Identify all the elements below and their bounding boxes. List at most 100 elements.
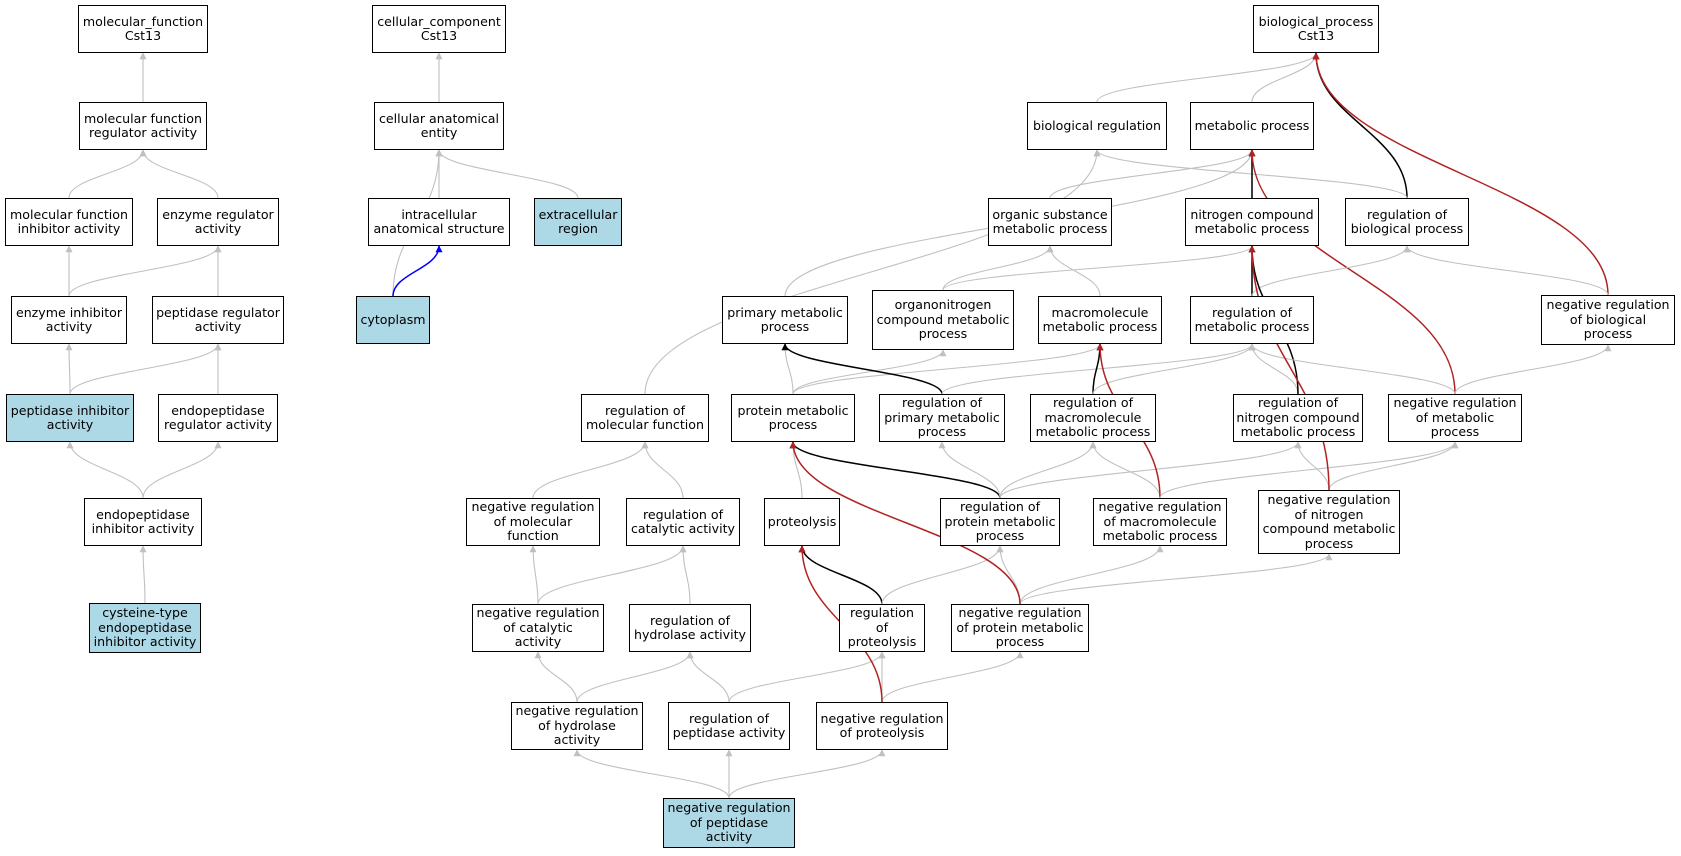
edge-negatively-regulates: [1248, 149, 1456, 395]
node-macromolecule-metabolic-process[interactable]: macromolecule metabolic process: [1038, 296, 1162, 344]
node-cytoplasm[interactable]: cytoplasm: [356, 296, 430, 344]
node-negative-regulation-of-molecular-function[interactable]: negative regulation of molecular functio…: [466, 498, 600, 546]
node-molecular-function-inhibitor-activity[interactable]: molecular function inhibitor activity: [5, 198, 133, 246]
node-negative-regulation-of-catalytic-activity[interactable]: negative regulation of catalytic activit…: [472, 604, 604, 652]
edge-is-a: [534, 651, 578, 703]
node-negative-regulation-of-peptidase-activity[interactable]: negative regulation of peptidase activit…: [663, 798, 795, 848]
node-regulation-of-hydrolase-activity[interactable]: regulation of hydrolase activity: [629, 604, 751, 652]
edge-is-a: [573, 749, 730, 799]
edge-negatively-regulates: [1312, 52, 1609, 296]
edge-is-a: [66, 441, 144, 499]
node-negative-regulation-of-metabolic-process[interactable]: negative regulation of metabolic process: [1388, 394, 1522, 442]
node-negative-regulation-of-macromolecule-metabolic-process[interactable]: negative regulation of macromolecule met…: [1093, 498, 1227, 546]
edge-regulates: [1312, 52, 1408, 199]
node-regulation-of-macromolecule-metabolic-process[interactable]: regulation of macromolecule metabolic pr…: [1030, 394, 1156, 442]
node-negative-regulation-of-nitrogen-compound-metabolic-process[interactable]: negative regulation of nitrogen compound…: [1258, 490, 1400, 554]
edge-is-a: [1294, 441, 1330, 491]
edge-is-a: [142, 441, 222, 499]
edge-is-a: [999, 441, 1302, 499]
node-negative-regulation-of-protein-metabolic-process[interactable]: negative regulation of protein metabolic…: [951, 604, 1089, 652]
edge-is-a: [792, 349, 947, 395]
edge-is-a: [1454, 344, 1612, 395]
node-cellular-anatomical-entity[interactable]: cellular anatomical entity: [374, 102, 504, 150]
edge-is-a: [537, 545, 687, 605]
edge-is-a: [1019, 553, 1333, 605]
edge-is-a: [69, 343, 222, 395]
edge-is-a: [1019, 545, 1164, 605]
edge-is-a: [1251, 52, 1320, 103]
edge-is-a: [1251, 245, 1411, 297]
edge-is-a: [68, 245, 222, 297]
node-regulation-of-metabolic-process[interactable]: regulation of metabolic process: [1190, 296, 1314, 344]
node-regulation-of-nitrogen-compound-metabolic-process[interactable]: regulation of nitrogen compound metaboli…: [1233, 394, 1363, 442]
node-extracellular-region[interactable]: extracellular region: [534, 198, 622, 246]
edge-is-a: [881, 651, 1024, 703]
node-regulation-of-biological-process[interactable]: regulation of biological process: [1345, 198, 1469, 246]
node-negative-regulation-of-proteolysis[interactable]: negative regulation of proteolysis: [816, 702, 948, 750]
edge-is-a: [1089, 441, 1161, 499]
edge-is-a: [139, 149, 219, 199]
edge-is-a: [65, 343, 73, 395]
node-endopeptidase-regulator-activity[interactable]: endopeptidase regulator activity: [158, 394, 278, 442]
node-peptidase-inhibitor-activity[interactable]: peptidase inhibitor activity: [6, 394, 134, 442]
node-regulation-of-peptidase-activity[interactable]: regulation of peptidase activity: [668, 702, 790, 750]
node-negative-regulation-of-hydrolase-activity[interactable]: negative regulation of hydrolase activit…: [511, 702, 643, 750]
node-molecular-function-regulator-activity[interactable]: molecular function regulator activity: [79, 102, 207, 150]
node-biological-process-root[interactable]: biological_process Cst13: [1253, 5, 1379, 53]
edge-is-a: [1096, 52, 1320, 103]
edge-is-a: [641, 441, 684, 499]
edge-is-a: [139, 545, 147, 604]
edge-regulates: [781, 343, 943, 395]
edge-regulates: [789, 441, 1001, 499]
edge-is-a: [1403, 245, 1609, 296]
edge-is-a: [1328, 441, 1459, 491]
node-nitrogen-compound-metabolic-process[interactable]: nitrogen compound metabolic process: [1185, 198, 1319, 246]
edge-regulates: [798, 545, 883, 605]
edge-is-a: [1159, 441, 1459, 499]
edge-is-a: [1092, 343, 1256, 395]
node-enzyme-inhibitor-activity[interactable]: enzyme inhibitor activity: [11, 296, 127, 344]
node-organonitrogen-compound-metabolic-process[interactable]: organonitrogen compound metabolic proces…: [872, 290, 1014, 350]
edge-is-a: [999, 441, 1097, 499]
node-metabolic-process[interactable]: metabolic process: [1190, 102, 1314, 150]
node-proteolysis[interactable]: proteolysis: [764, 498, 840, 546]
edge-is-a: [532, 441, 649, 499]
node-peptidase-regulator-activity[interactable]: peptidase regulator activity: [152, 296, 284, 344]
node-primary-metabolic-process[interactable]: primary metabolic process: [722, 296, 848, 344]
node-regulation-of-protein-metabolic-process[interactable]: regulation of protein metabolic process: [940, 498, 1060, 546]
node-regulation-of-molecular-function[interactable]: regulation of molecular function: [581, 394, 709, 442]
node-organic-substance-metabolic-process[interactable]: organic substance metabolic process: [988, 198, 1112, 246]
edge-is-a: [679, 545, 691, 605]
node-molecular-function-root[interactable]: molecular_function Cst13: [78, 5, 208, 53]
node-endopeptidase-inhibitor-activity[interactable]: endopeptidase inhibitor activity: [84, 498, 202, 546]
node-regulation-of-catalytic-activity[interactable]: regulation of catalytic activity: [626, 498, 740, 546]
edge-is-a: [942, 245, 1054, 291]
edge-is-a: [1248, 343, 1456, 395]
edge-is-a: [942, 245, 1256, 291]
edge-is-a: [728, 749, 886, 799]
node-negative-regulation-of-biological-process[interactable]: negative regulation of biological proces…: [1541, 295, 1675, 345]
node-regulation-of-proteolysis[interactable]: regulation of proteolysis: [839, 604, 925, 652]
node-biological-regulation[interactable]: biological regulation: [1027, 102, 1167, 150]
edge-is-a: [1046, 245, 1101, 297]
edge-is-a: [938, 441, 1001, 499]
node-enzyme-regulator-activity[interactable]: enzyme regulator activity: [157, 198, 279, 246]
edge-is-a: [996, 545, 1021, 605]
edge-is-a: [881, 545, 1004, 605]
edge-is-a: [644, 149, 1101, 395]
node-regulation-of-primary-metabolic-process[interactable]: regulation of primary metabolic process: [879, 394, 1005, 442]
edge-negatively-regulates: [789, 441, 1021, 605]
edge-is-a: [686, 651, 730, 703]
edge-part-of: [392, 245, 443, 297]
edge-is-a: [435, 149, 579, 199]
edge-is-a: [529, 545, 539, 605]
edge-negatively-regulates: [1248, 245, 1330, 491]
edge-is-a: [1049, 149, 1256, 199]
node-protein-metabolic-process[interactable]: protein metabolic process: [731, 394, 855, 442]
edge-is-a: [68, 149, 147, 199]
node-cellular-component-root[interactable]: cellular_component Cst13: [372, 5, 506, 53]
edge-is-a: [728, 651, 886, 703]
node-cysteine-type-endopeptidase-inhibitor-activity[interactable]: cysteine-type endopeptidase inhibitor ac…: [89, 603, 201, 653]
node-intracellular-anatomical-structure[interactable]: intracellular anatomical structure: [368, 198, 510, 246]
